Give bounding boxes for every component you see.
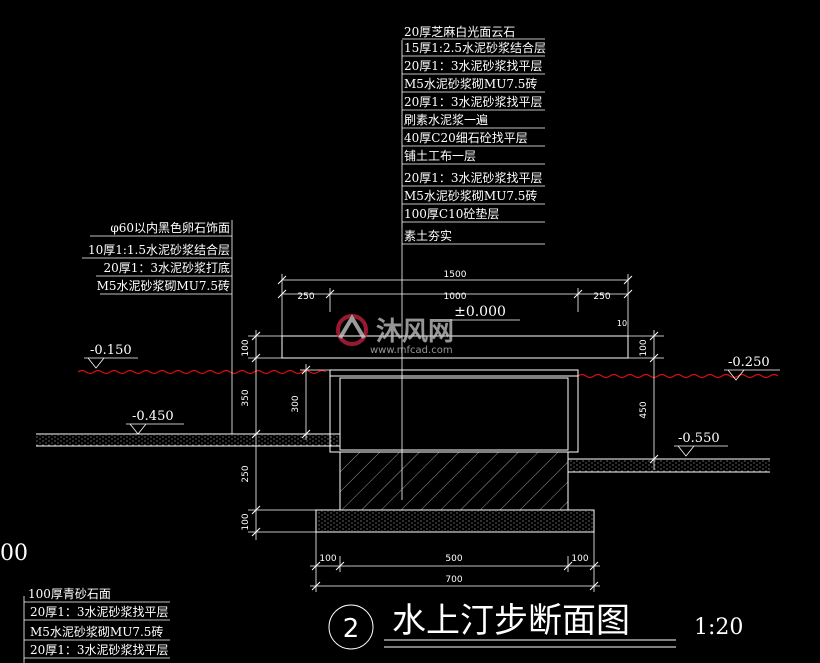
left-layer-text-1: 10厚1:1.5水泥砂浆结合层 — [88, 242, 230, 257]
elev-ground-left-text: -0.450 — [132, 409, 174, 424]
bl-layer-text-2: M5水泥砂浆砌MU7.5砖 — [30, 624, 163, 639]
left-layer-text-2: 20厚1：3水泥砂浆打底 — [103, 260, 230, 275]
layer-text-7: 铺土工布一层 — [404, 149, 476, 163]
layer-text-1: 15厚1:2.5水泥砂浆结合层 — [404, 40, 546, 55]
elev-ground-left: -0.450 — [126, 409, 184, 435]
left-layer-text-3: M5水泥砂浆砌MU7.5砖 — [97, 278, 230, 293]
layer-text-8: 20厚1：3水泥砂浆找平层 — [404, 170, 543, 185]
elev-zero-text: ±0.000 — [454, 304, 506, 320]
partial-label: 00 — [0, 541, 28, 566]
elev-water-right: -0.250 — [724, 355, 780, 381]
dim-left-300: 300 — [291, 395, 301, 412]
mortar-layer — [329, 369, 579, 377]
dim-left-250: 250 — [241, 465, 251, 482]
drawing-title: 2 水上汀步断面图 1:20 — [328, 601, 743, 650]
elev-ground-right-text: -0.550 — [678, 431, 720, 446]
elev-water-right-text: -0.250 — [728, 355, 770, 370]
ground-right — [568, 458, 770, 473]
layer-text-3: M5水泥砂浆砌MU7.5砖 — [404, 76, 537, 91]
bottom-left-callout: 100厚青砂石面 20厚1：3水泥砂浆找平层 M5水泥砂浆砌MU7.5砖 20厚… — [23, 587, 170, 663]
title-number: 2 — [343, 614, 360, 644]
brick-lower — [339, 451, 569, 511]
elev-water-left: -0.150 — [84, 343, 138, 369]
ground-left — [36, 433, 340, 447]
stone-slab — [281, 335, 629, 359]
layer-text-2: 20厚1：3水泥砂浆找平层 — [404, 58, 543, 73]
watermark-url: www.mfcad.com — [370, 345, 453, 356]
title-scale: 1:20 — [694, 615, 743, 640]
dim-right-450: 450 — [639, 401, 649, 418]
dim-small-right: 10 — [617, 319, 627, 328]
layer-text-6: 40厚C20细石砼找平层 — [404, 131, 528, 145]
dim-bottom-right: 100 — [571, 554, 588, 564]
title-text: 水上汀步断面图 — [392, 601, 630, 641]
watermark-brand: 沐风网 — [376, 317, 454, 347]
concrete-base — [315, 509, 595, 533]
water-line-left — [77, 369, 327, 375]
layer-text-4: 20厚1：3水泥砂浆找平层 — [404, 94, 543, 109]
left-callout: φ60以内黑色卵石饰面 10厚1:1.5水泥砂浆结合层 20厚1：3水泥砂浆打底… — [82, 221, 232, 295]
bottom-dimensions: 100 500 100 700 — [310, 532, 600, 592]
top-callout: 20厚芝麻白光面云石 15厚1:2.5水泥砂浆结合层 20厚1：3水泥砂浆找平层… — [402, 24, 546, 245]
dim-left-350: 350 — [241, 389, 251, 406]
dim-top-left: 250 — [297, 292, 314, 302]
dim-right-100: 100 — [639, 339, 649, 356]
dim-top-mid: 1000 — [444, 292, 467, 302]
elev-ground-right: -0.550 — [674, 431, 728, 457]
left-dimensions: 100 350 300 250 100 — [241, 330, 340, 540]
dim-top-total: 1500 — [444, 270, 467, 280]
elevation-zero: ±0.000 — [450, 304, 520, 321]
elev-water-left-text: -0.150 — [90, 343, 132, 358]
water-line-right — [577, 373, 779, 379]
layer-text-9: M5水泥砂浆砌MU7.5砖 — [404, 188, 537, 203]
left-layer-text-0: φ60以内黑色卵石饰面 — [110, 221, 230, 235]
brick-upper — [329, 375, 579, 453]
bl-layer-text-0: 100厚青砂石面 — [28, 587, 111, 601]
watermark: 沐风网 www.mfcad.com — [336, 314, 454, 356]
dim-bottom-total: 700 — [445, 575, 462, 585]
bl-layer-text-3: 20厚1：3水泥砂浆找平层 — [30, 642, 169, 657]
top-dimensions: 1500 250 1000 250 10 — [277, 270, 633, 336]
dim-top-right: 250 — [593, 292, 610, 302]
dim-bottom-mid: 500 — [445, 554, 462, 564]
watermark-logo-icon — [336, 314, 368, 346]
bl-layer-text-1: 20厚1：3水泥砂浆找平层 — [30, 604, 169, 619]
layer-text-11: 素土夯实 — [404, 228, 452, 243]
layer-text-0: 20厚芝麻白光面云石 — [404, 24, 515, 39]
dim-left-100: 100 — [241, 339, 251, 356]
dim-left-100b: 100 — [241, 513, 251, 530]
right-dimensions: 100 450 — [628, 330, 664, 470]
dim-bottom-left: 100 — [319, 554, 336, 564]
layer-text-10: 100厚C10砼垫层 — [404, 206, 499, 221]
layer-text-5: 刷素水泥浆一遍 — [404, 112, 488, 127]
